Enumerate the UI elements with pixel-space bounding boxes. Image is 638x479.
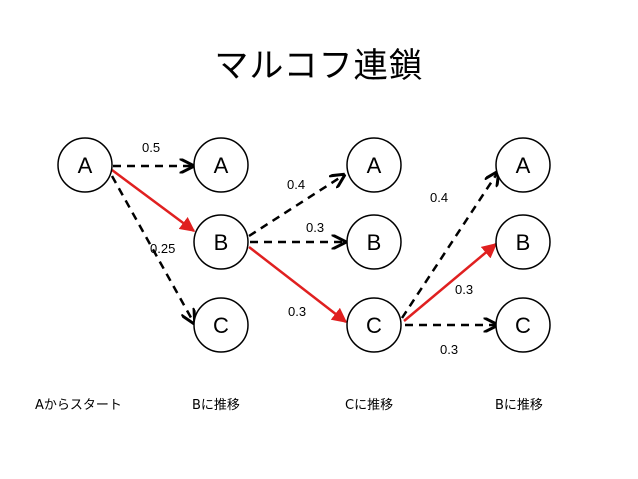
edge-c2-a3 <box>400 172 498 319</box>
caption-step1: Bに推移 <box>192 398 240 413</box>
node-label-b-step1: B <box>214 230 229 255</box>
red-path-edges <box>111 168 498 323</box>
caption-start: Aからスタート <box>35 398 122 413</box>
node-c-step3 <box>495 297 551 353</box>
edge-label-b1-c2: 0.3 <box>288 304 306 319</box>
node-c-step2 <box>346 297 402 353</box>
node-label-c-step3: C <box>515 313 531 338</box>
edge-label-a0-a1: 0.5 <box>142 140 160 155</box>
nodes <box>57 137 551 353</box>
step-captions: Aからスタート Bに推移 Cに推移 Bに推移 <box>35 398 543 413</box>
caption-step3: Bに推移 <box>495 398 543 413</box>
node-label-a-step3: A <box>516 153 531 178</box>
node-label-c-step2: C <box>366 313 382 338</box>
edge-label-c2-a3: 0.4 <box>430 190 448 205</box>
node-label-c-step1: C <box>213 313 229 338</box>
edge-label-b1-b2: 0.3 <box>306 220 324 235</box>
node-a-start <box>57 137 113 193</box>
edge-a0-c1 <box>110 175 194 323</box>
node-label-a-step1: A <box>214 153 229 178</box>
node-label-a-start: A <box>78 153 93 178</box>
node-labels: A A B C A B C A B C <box>78 153 531 338</box>
node-b-step3 <box>495 214 551 270</box>
diagram-title: マルコフ連鎖 <box>214 46 424 86</box>
edge-label-b1-a2: 0.4 <box>287 177 305 192</box>
edge-b1-c2 <box>248 246 348 323</box>
edge-labels: 0.5 0.25 0.4 0.3 0.3 0.4 0.3 0.3 <box>142 140 473 357</box>
edge-label-c2-b3: 0.3 <box>455 282 473 297</box>
node-c-step1 <box>193 297 249 353</box>
dashed-edges <box>110 166 498 325</box>
edge-c2-b3 <box>403 243 498 322</box>
edge-a0-b1 <box>111 168 196 233</box>
node-a-step1 <box>193 137 249 193</box>
caption-step2: Cに推移 <box>345 398 393 413</box>
node-label-a-step2: A <box>367 153 382 178</box>
edge-label-c2-c3: 0.3 <box>440 342 458 357</box>
node-a-step3 <box>495 137 551 193</box>
node-b-step1 <box>193 214 249 270</box>
node-label-b-step3: B <box>516 230 531 255</box>
node-label-b-step2: B <box>367 230 382 255</box>
edge-b1-a2 <box>248 175 344 238</box>
edge-label-a0-c1: 0.25 <box>150 241 175 256</box>
node-a-step2 <box>346 137 402 193</box>
node-b-step2 <box>346 214 402 270</box>
